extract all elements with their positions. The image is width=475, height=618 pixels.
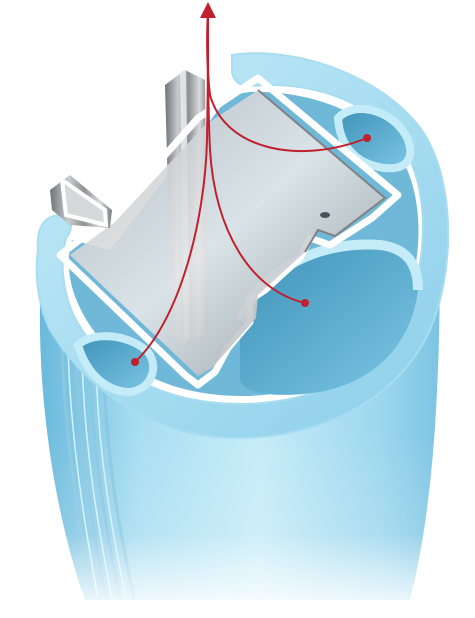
steel-hole — [320, 212, 330, 218]
arrow-head-icon — [200, 2, 216, 18]
bottom-fade — [0, 430, 475, 618]
